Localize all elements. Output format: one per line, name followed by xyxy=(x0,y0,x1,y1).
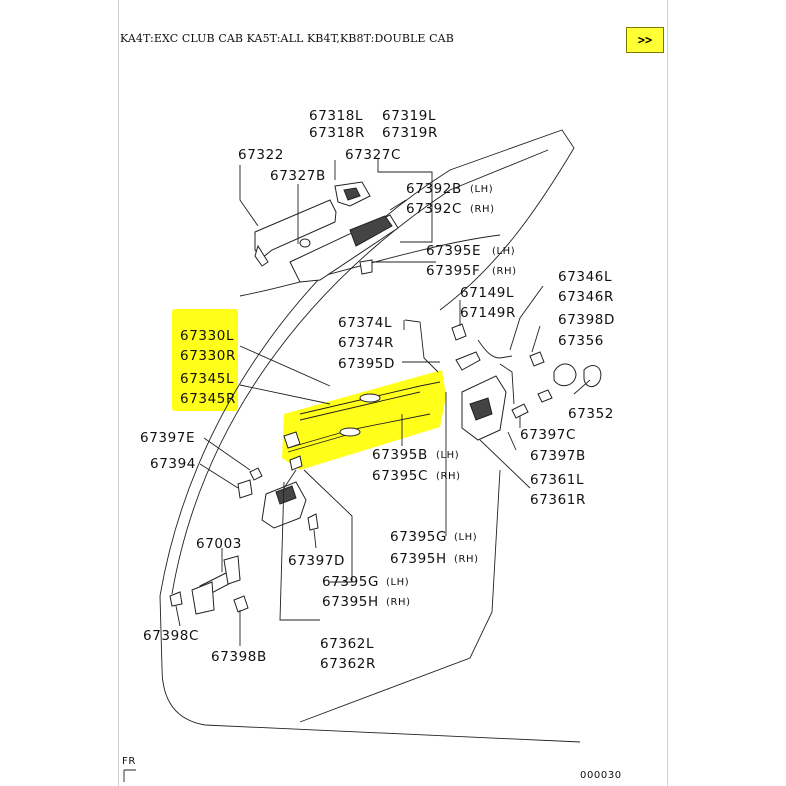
label-67395e: 67395E xyxy=(426,243,481,259)
inside-handle xyxy=(261,431,307,529)
frame-left-border xyxy=(118,0,119,786)
label-67397b: 67397B xyxy=(530,448,586,464)
label-67318r: 67318R xyxy=(309,125,365,141)
label-67392c: 67392C xyxy=(406,201,462,217)
label-67395c-side: (RH) xyxy=(436,471,461,482)
label-67352: 67352 xyxy=(568,406,614,422)
label-67345l: 67345L xyxy=(180,371,234,387)
label-67149r: 67149R xyxy=(460,305,516,321)
label-67395g-2-side: (LH) xyxy=(386,577,409,588)
label-67392b-side: (LH) xyxy=(470,184,493,195)
screw-67397c xyxy=(511,403,529,419)
door-lower-edge xyxy=(159,595,581,743)
label-67397c: 67397C xyxy=(520,427,576,443)
figure-number: 000030 xyxy=(580,770,622,781)
label-67327b: 67327B xyxy=(270,168,326,184)
label-67398b: 67398B xyxy=(211,649,267,665)
door-latch xyxy=(461,363,515,441)
fr-arrow xyxy=(123,769,136,782)
label-67003: 67003 xyxy=(196,536,242,552)
label-67392c-side: (RH) xyxy=(470,204,495,215)
label-67395f-side: (RH) xyxy=(492,266,517,277)
label-67322: 67322 xyxy=(238,147,284,163)
door-checker xyxy=(169,555,249,615)
callout-labels: 67318L 67319L 67318R 67319R 67322 67327C… xyxy=(122,108,622,781)
label-67397e: 67397E xyxy=(140,430,195,446)
label-67356: 67356 xyxy=(558,333,604,349)
label-67394: 67394 xyxy=(150,456,196,472)
label-67395b-side: (LH) xyxy=(436,450,459,461)
door-rear-edge xyxy=(299,469,501,723)
screw-67397e xyxy=(249,467,263,481)
label-67392b: 67392B xyxy=(406,181,462,197)
clip-67356 xyxy=(553,363,577,387)
label-67319l: 67319L xyxy=(382,108,436,124)
label-67398d: 67398D xyxy=(558,312,615,328)
label-67330l: 67330L xyxy=(180,328,234,344)
next-page-button[interactable]: >> xyxy=(626,27,664,53)
label-67395h-2: 67395H xyxy=(322,594,379,610)
label-67374l: 67374L xyxy=(338,315,392,331)
label-67346l: 67346L xyxy=(558,269,612,285)
cable-upper-b xyxy=(299,391,421,421)
label-67149l: 67149L xyxy=(460,285,514,301)
label-67395c: 67395C xyxy=(372,468,428,484)
handle-bracket-upper xyxy=(334,181,371,207)
label-67395g-1: 67395G xyxy=(390,529,447,545)
label-67395b: 67395B xyxy=(372,447,428,463)
lock-rod xyxy=(404,319,439,373)
label-67395e-side: (LH) xyxy=(492,246,515,257)
label-67395h-1-side: (RH) xyxy=(454,554,479,565)
label-67330r: 67330R xyxy=(180,348,236,364)
bolt-67398d xyxy=(529,351,545,367)
leader-lines xyxy=(175,158,591,646)
label-67395g-2: 67395G xyxy=(322,574,379,590)
label-67345r: 67345R xyxy=(180,391,236,407)
door-outline-inner xyxy=(171,149,549,595)
label-67361r: 67361R xyxy=(530,492,586,508)
bezel-67394 xyxy=(237,479,253,499)
label-67395d: 67395D xyxy=(338,356,395,372)
rod-clip xyxy=(451,323,467,341)
cable-upper xyxy=(299,381,441,415)
label-67395h-1: 67395H xyxy=(390,551,447,567)
label-67362l: 67362L xyxy=(320,636,374,652)
label-67395g-1-side: (LH) xyxy=(454,532,477,543)
label-67361l: 67361L xyxy=(530,472,584,488)
label-67395h-2-side: (RH) xyxy=(386,597,411,608)
handle-bracket xyxy=(289,214,399,283)
model-applicability-caption: KA4T:EXC CLUB CAB KA5T:ALL KB4T,KB8T:DOU… xyxy=(120,32,454,45)
door-outline xyxy=(159,129,575,597)
label-67319r: 67319R xyxy=(382,125,438,141)
screw-67397d xyxy=(307,513,319,531)
label-67398c: 67398C xyxy=(143,628,199,644)
label-67327c: 67327C xyxy=(345,147,401,163)
label-67362r: 67362R xyxy=(320,656,376,672)
label-67397d: 67397D xyxy=(288,553,345,569)
highlight-left-labels xyxy=(172,309,238,411)
frame-right-border xyxy=(667,0,668,786)
exterior-handle-left xyxy=(254,199,337,267)
label-67395f: 67395F xyxy=(426,263,480,279)
label-67318l: 67318L xyxy=(309,108,363,124)
label-fr: FR xyxy=(122,756,136,767)
label-67346r: 67346R xyxy=(558,289,614,305)
label-67374r: 67374R xyxy=(338,335,394,351)
